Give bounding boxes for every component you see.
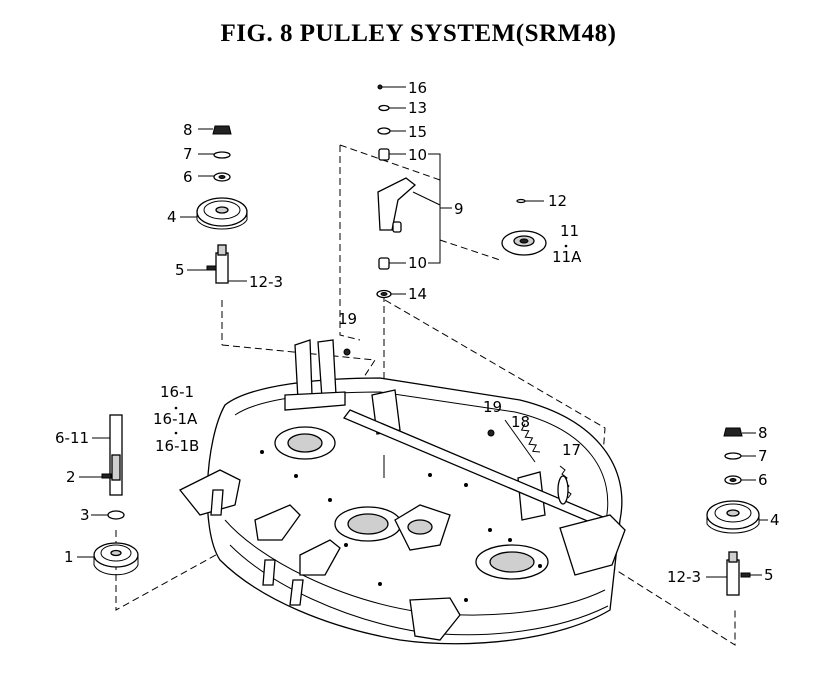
callout-19-lower: 19 xyxy=(483,398,502,416)
mower-deck xyxy=(178,339,626,645)
callout-1: 1 xyxy=(64,548,74,566)
callout-7-left: 7 xyxy=(183,145,193,163)
idler-arm-icon xyxy=(377,177,417,231)
spring-parts xyxy=(343,348,572,505)
callout-6-11: 6-11 xyxy=(55,429,89,447)
spindle-icon xyxy=(726,559,740,596)
callout-9: 9 xyxy=(454,200,464,218)
hex-nut-icon xyxy=(212,125,232,135)
callout-16-1b: 16-1B xyxy=(155,437,199,455)
callout-16: 16 xyxy=(408,79,427,97)
callout-8-right: 8 xyxy=(758,424,768,442)
callout-12-3-left: 12-3 xyxy=(249,273,283,291)
callout-2: 2 xyxy=(66,468,76,486)
callout-11a: 11A xyxy=(552,248,582,266)
callout-10-upper: 10 xyxy=(408,146,427,164)
callout-17: 17 xyxy=(562,441,581,459)
callout-6-left: 6 xyxy=(183,168,193,186)
callout-3: 3 xyxy=(80,506,90,524)
callout-4-left: 4 xyxy=(167,208,177,226)
callout-4-right: 4 xyxy=(770,511,780,529)
idler-arm-stack xyxy=(376,84,547,299)
leader-lines xyxy=(77,86,768,578)
callout-7-right: 7 xyxy=(758,447,768,465)
callout-12: 12 xyxy=(548,192,567,210)
callout-15: 15 xyxy=(408,123,427,141)
lower-left-spindle-stack xyxy=(93,414,139,576)
callout-10-lower: 10 xyxy=(408,254,427,272)
right-pulley-stack xyxy=(706,427,760,596)
callout-12-3-right: 12-3 xyxy=(667,568,701,586)
upper-left-pulley-stack xyxy=(196,125,248,284)
callout-8-left: 8 xyxy=(183,121,193,139)
callout-11: 11 xyxy=(560,222,579,240)
callout-19-upper: 19 xyxy=(338,310,357,328)
callout-5-right: 5 xyxy=(764,566,774,584)
callout-labels: 16 13 15 10 9 10 14 12 11 11A 8 7 6 4 5 … xyxy=(55,79,780,586)
callout-18: 18 xyxy=(511,413,530,431)
figure-title: FIG. 8 PULLEY SYSTEM(SRM48) xyxy=(220,20,617,47)
callout-16-1a: 16-1A xyxy=(153,410,198,428)
callout-6-right: 6 xyxy=(758,471,768,489)
callout-13: 13 xyxy=(408,99,427,117)
callout-16-1: 16-1 xyxy=(160,383,194,401)
hex-nut-icon xyxy=(723,427,743,437)
callout-14: 14 xyxy=(408,285,427,303)
callout-5-left: 5 xyxy=(175,261,185,279)
spindle-icon xyxy=(215,252,229,284)
